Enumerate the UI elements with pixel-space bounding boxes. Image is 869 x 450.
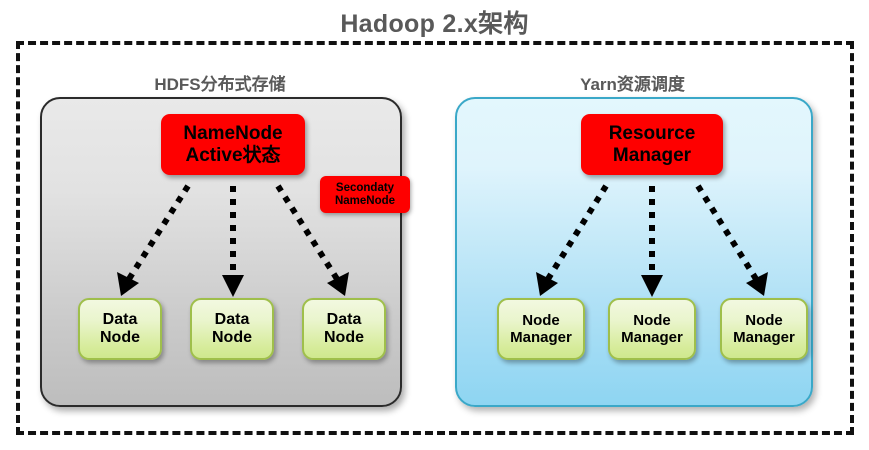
resource-manager-box[interactable]: Resource Manager [581,114,723,175]
page-title: Hadoop 2.x架构 [340,10,529,38]
datanode-2-label-line2: Node [212,329,252,346]
nodemanager-box-1[interactable]: Node Manager [497,298,585,360]
nodemanager-1-label-line2: Manager [510,329,572,346]
nodemanager-2-label-line2: Manager [621,329,683,346]
nodemanager-box-2[interactable]: Node Manager [608,298,696,360]
resource-manager-label-line1: Resource [608,123,696,145]
datanode-3-label-line2: Node [324,329,364,346]
hdfs-section-header: HDFS分布式存储 [154,75,286,94]
namenode-box[interactable]: NameNode Active状态 [161,114,305,175]
datanode-box-1[interactable]: Data Node [78,298,162,360]
secondary-namenode-label-line1: Secondaty [335,181,395,194]
datanode-box-2[interactable]: Data Node [190,298,274,360]
nodemanager-3-label-line2: Manager [733,329,795,346]
namenode-label-line2: Active状态 [185,144,281,166]
yarn-section-header: Yarn资源调度 [580,75,685,94]
secondary-namenode-box[interactable]: Secondaty NameNode [320,176,410,213]
resource-manager-label-line2: Manager [612,144,692,166]
outer-dashed-frame [16,41,854,435]
nodemanager-3-label-line1: Node [745,311,783,329]
nodemanager-1-label-line1: Node [522,311,560,329]
datanode-3-label-line1: Data [326,310,362,328]
nodemanager-box-3[interactable]: Node Manager [720,298,808,360]
datanode-1-label-line1: Data [102,310,138,328]
nodemanager-2-label-line1: Node [633,311,671,329]
datanode-box-3[interactable]: Data Node [302,298,386,360]
secondary-namenode-label-line2: NameNode [334,194,396,207]
namenode-label-line1: NameNode [183,123,283,145]
datanode-1-label-line2: Node [100,329,140,346]
datanode-2-label-line1: Data [214,310,250,328]
